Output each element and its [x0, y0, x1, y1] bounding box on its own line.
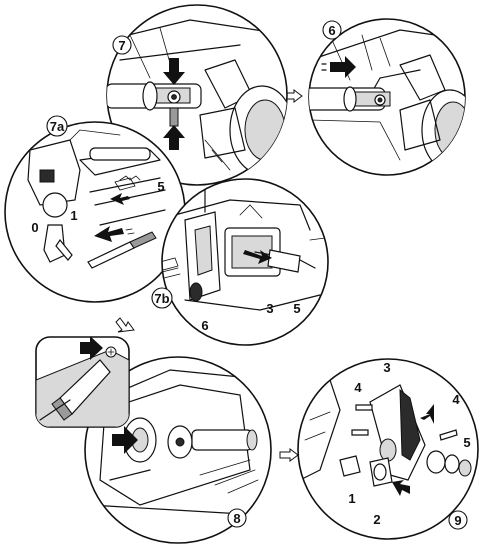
panel-7: 7: [106, 4, 288, 186]
panel-7a-artwork: [27, 129, 166, 269]
panel-9-artwork: [299, 379, 472, 496]
panel-7a: 7a 5 1 0: [4, 115, 186, 303]
arrow-dashed-icon: [110, 193, 130, 205]
panel-7b-label-6: 6: [201, 318, 208, 333]
panel-7b-badge: 7b: [154, 291, 169, 306]
arrow-filled-icon: [420, 404, 434, 424]
panel-8-badge: 8: [233, 511, 240, 526]
panel-9: 9 3 4 4 5 1 2: [297, 358, 479, 540]
panel-7-badge-circle: [112, 35, 132, 55]
screw-icon: [355, 404, 373, 411]
panel-7b-label-5: 5: [293, 301, 300, 316]
panel-7-badge: 7: [118, 38, 125, 53]
panel-8-inset: [35, 336, 130, 428]
panel-7b-artwork: [162, 183, 326, 311]
arrow-dashed-icon: [94, 226, 124, 242]
panel-9-label-5: 5: [463, 435, 470, 450]
panel-7a-badge-circle: [46, 115, 68, 137]
arrow-filled-icon: [243, 250, 272, 264]
panel-9-badge: 9: [454, 513, 461, 528]
panel-7b-badge-circle: [151, 287, 173, 309]
arrow-outline-icon: [279, 448, 299, 462]
panel-9-badge-circle: [448, 510, 468, 530]
arrow-outline-icon: [115, 317, 135, 333]
panel-9-label-4-left: 4: [354, 380, 362, 395]
arrow-filled-icon: [80, 337, 103, 360]
screw-icon: [439, 429, 458, 441]
steering-column-icon: [191, 429, 253, 451]
panel-7a-badge-label: 7a: [50, 119, 65, 134]
arrow-dashed-icon: [330, 56, 356, 78]
panel-9-label-4-right: 4: [452, 392, 460, 407]
panel-6: 6: [308, 18, 466, 176]
panel-7a-label-5: 5: [157, 179, 164, 194]
inset-artwork: [36, 337, 129, 427]
arrow-filled-icon: [392, 480, 410, 496]
panel-7a-label-0: 0: [31, 220, 38, 235]
panel-7b: 7b 3 5 6: [151, 178, 329, 346]
panel-7a-label-1: 1: [70, 208, 77, 223]
screw-icon: [351, 429, 369, 436]
arrow-filled-icon: [163, 125, 185, 150]
panel-8: 8: [84, 356, 272, 544]
panel-9-label-1: 1: [348, 491, 355, 506]
panel-8-artwork: [89, 369, 271, 516]
panel-6-badge-circle: [322, 20, 342, 40]
panel-8-badge-circle: [227, 508, 247, 528]
panel-9-label-2: 2: [373, 512, 380, 527]
panel-7b-label-3: 3: [266, 301, 273, 316]
arrow-filled-icon: [163, 58, 185, 85]
key-icon: [43, 224, 66, 263]
panel-9-label-3: 3: [383, 360, 390, 375]
arrow-filled-icon: [112, 426, 138, 454]
panel-6-badge: 6: [328, 23, 335, 38]
